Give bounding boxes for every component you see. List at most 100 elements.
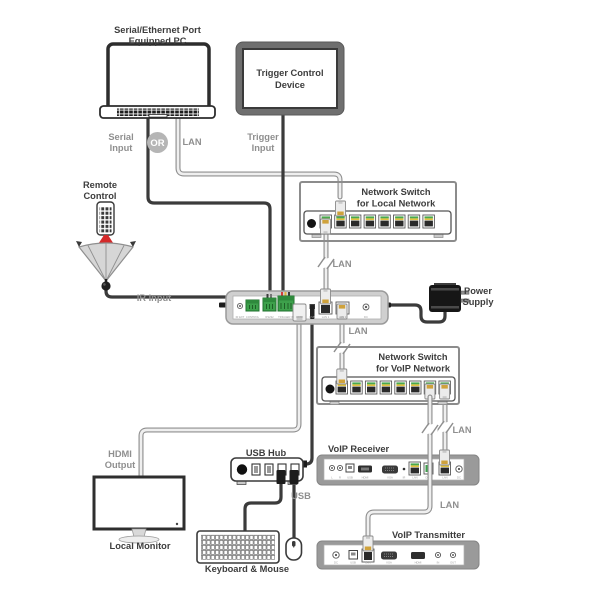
trigger-terminal-icon	[277, 292, 295, 312]
rj45-port-icon	[363, 214, 377, 229]
hdmi-plug-icon	[292, 303, 307, 322]
trigger-input-label: Trigger	[247, 132, 279, 142]
usb-hub	[230, 457, 307, 485]
control-terminal-icon	[245, 299, 260, 312]
local-monitor	[92, 475, 186, 544]
cable-power	[388, 303, 447, 324]
or-circle	[147, 132, 168, 153]
mouse-body	[285, 537, 303, 561]
power-supply-label: Supply	[463, 297, 495, 307]
or-badge: OR	[147, 132, 168, 153]
port-label: DC	[334, 561, 338, 565]
monitor-base	[118, 535, 160, 544]
ir-receiver-tip	[76, 241, 82, 247]
port-label: LAN	[365, 561, 370, 565]
lan-transmitter-label: LAN	[440, 500, 459, 510]
port-label: HDMI	[362, 476, 369, 480]
ir-input-label: IR Input	[137, 293, 172, 303]
port-label: LAN	[442, 476, 447, 480]
voip-transmitter-label: VoIP Transmitter	[392, 530, 465, 540]
usb-plug-icon	[276, 470, 286, 484]
trigger-control-device: Trigger Control Device	[235, 41, 345, 116]
port-label: USB	[350, 561, 356, 565]
remote-label: Control	[83, 191, 116, 201]
usb-plug-icon	[310, 305, 315, 319]
rj45-port-icon	[407, 214, 421, 229]
port-label: VGA	[387, 476, 393, 480]
rj45-port-icon	[409, 380, 422, 395]
lan-pc-label: LAN	[182, 137, 201, 147]
cable-pc-lan-core	[176, 114, 342, 199]
rj45-plug-icon	[335, 200, 346, 217]
trigger-device-label: Trigger Control	[256, 68, 323, 78]
local-monitor-label: Local Monitor	[110, 541, 171, 551]
usb-label: USB	[291, 491, 311, 501]
keyboard-keys	[201, 534, 275, 560]
pc-label: Serial/Ethernet Port	[114, 25, 201, 35]
ir-receiver-spokes	[87, 242, 125, 282]
laptop-keys	[117, 108, 199, 116]
port-label: IR	[403, 476, 406, 480]
cable-hdmi-monitor-core	[139, 318, 301, 480]
rj45-port-icon	[422, 214, 435, 229]
hdmi-output-label: HDMI	[108, 449, 132, 459]
power-adapter-body	[429, 285, 461, 312]
rj45-plug-icon	[362, 535, 374, 552]
rs232-terminal-icon	[262, 294, 277, 312]
rj45-port-icon	[394, 380, 407, 395]
mouse	[285, 537, 303, 561]
lan1-port-inner	[321, 305, 330, 313]
mouse-scroll-wheel	[292, 541, 296, 547]
ir-ext-jack-pin	[239, 305, 241, 307]
port-label: R	[339, 476, 341, 480]
cable-switchvoip-transmitter-core	[366, 395, 432, 538]
hdmi-plug-neck	[296, 316, 303, 320]
port-label: LAN 1	[322, 315, 330, 319]
power-supply-label: Power	[464, 286, 492, 296]
port-label: HDMI	[415, 561, 422, 565]
ir-jack-icon	[402, 467, 406, 471]
rj45-port-icon	[379, 380, 393, 395]
port-label: CONTROL	[246, 315, 260, 319]
rj45-port-icon	[393, 214, 406, 229]
hub-power-port-icon	[236, 464, 248, 475]
trigger-device-label: Device	[275, 80, 305, 90]
keyboard	[196, 530, 280, 564]
rj45-plug-icon	[439, 449, 450, 466]
usb-hub-label: USB Hub	[246, 448, 287, 458]
hdmi-output-label: Output	[105, 460, 135, 470]
cable-usb-hub	[301, 317, 314, 466]
switch-local-label: for Local Network	[357, 199, 436, 209]
lan-voip-label: LAN	[452, 425, 471, 435]
serial-input-label: Serial	[108, 132, 133, 142]
port-label: DC	[457, 476, 461, 480]
dc-jack-pin	[365, 306, 367, 308]
port-label: L	[331, 476, 333, 480]
ir-receiver-stem	[104, 279, 108, 283]
power-adapter-band	[431, 306, 459, 309]
port-label: IN	[437, 561, 440, 565]
voip-receiver: L R USB HDMI VGA IR LAN OPT LAN DC	[316, 454, 480, 486]
port-label: USB	[347, 476, 353, 480]
switch-voip-label: Network Switch	[378, 352, 448, 362]
vga-port-icon	[382, 465, 398, 474]
rj45-port-icon	[378, 214, 391, 229]
port-label: IR EXT	[236, 315, 245, 319]
controller-device: IR EXT CONTROL RS232 TRIGGER IN HDMI USB…	[219, 288, 391, 325]
ir-receiver-ball	[101, 281, 111, 291]
trigger-device-screen	[242, 48, 338, 109]
port-label: HDMI	[296, 315, 303, 319]
pc-label: Equipped PC	[129, 36, 187, 46]
cable-break-icon	[421, 422, 439, 436]
port-label: DC	[364, 315, 368, 319]
port-label: USB	[309, 315, 315, 319]
port-label: LAN	[412, 476, 417, 480]
switch-local-box	[299, 181, 457, 242]
cable-ir	[104, 286, 227, 299]
monitor-power-led	[175, 522, 179, 526]
port-label: LAN 2	[339, 315, 347, 319]
ir-receiver-tip	[130, 241, 136, 247]
rj45-plug-icon	[439, 383, 451, 400]
